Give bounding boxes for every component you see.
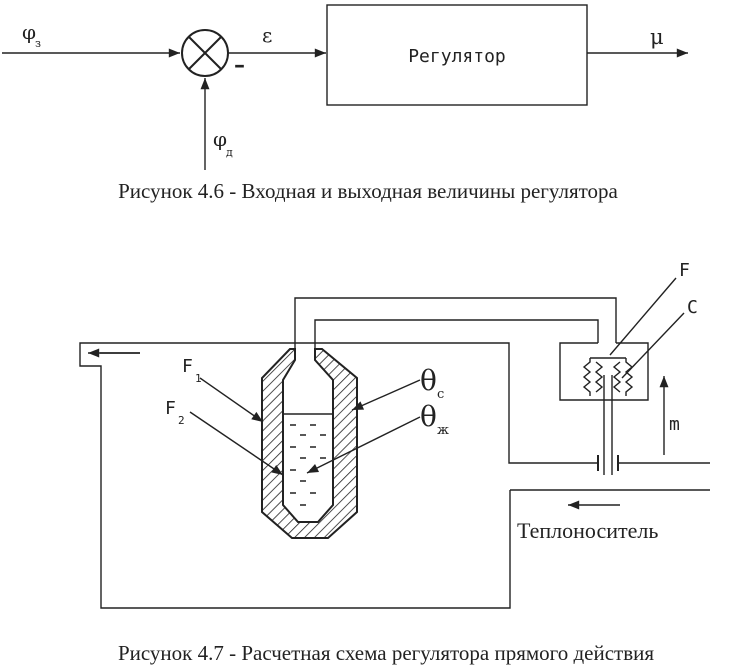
- caption-4-6: Рисунок 4.6 - Входная и выходная величин…: [118, 179, 618, 203]
- leader-theta-zh: [306, 416, 421, 474]
- leader-F: [609, 277, 677, 356]
- label-F2-subscript: 2: [178, 414, 185, 427]
- theta-c-subscript: с: [437, 387, 444, 402]
- feedback-label: φ: [213, 127, 227, 151]
- thermowell-shell: [261, 348, 358, 539]
- figure-4-7: m F C F 1 F 2: [79, 260, 710, 665]
- capillary-tube: [294, 297, 617, 355]
- label-C: C: [687, 297, 698, 318]
- setpoint-subscript: з: [35, 37, 41, 50]
- feedback-subscript: д: [226, 146, 233, 159]
- leader-C: [621, 312, 685, 379]
- label-F: F: [679, 260, 690, 281]
- caption-4-7: Рисунок 4.7 - Расчетная схема регулятора…: [118, 641, 654, 665]
- label-F1-subscript: 1: [195, 372, 202, 385]
- theta-c: θ: [420, 364, 437, 397]
- coolant-label: Теплоноситель: [517, 518, 658, 543]
- error-label: ε: [262, 23, 272, 47]
- figure-4-6: φ з φ д ε – Регулятор μ Рисунок 4.6 - Вх…: [2, 4, 688, 203]
- displacement-label: m: [669, 414, 680, 435]
- leader-F2: [189, 411, 284, 476]
- return-loop: [79, 342, 598, 609]
- theta-zh: θ: [420, 400, 437, 433]
- minus-sign: –: [234, 52, 245, 78]
- theta-zh-subscript: ж: [437, 423, 449, 438]
- inner-well: [282, 359, 334, 523]
- bellows-housing: [559, 342, 649, 401]
- output-label: μ: [650, 25, 664, 49]
- label-F1: F: [182, 356, 193, 377]
- regulator-block: [326, 4, 588, 106]
- summing-junction: [181, 29, 229, 77]
- leader-theta-c: [351, 379, 421, 411]
- liquid-fill: [283, 413, 333, 506]
- setpoint-label: φ: [22, 20, 36, 44]
- label-F2: F: [165, 398, 176, 419]
- regulator-block-label: Регулятор: [408, 46, 506, 67]
- bellows: [582, 357, 634, 396]
- leader-F1: [199, 377, 264, 423]
